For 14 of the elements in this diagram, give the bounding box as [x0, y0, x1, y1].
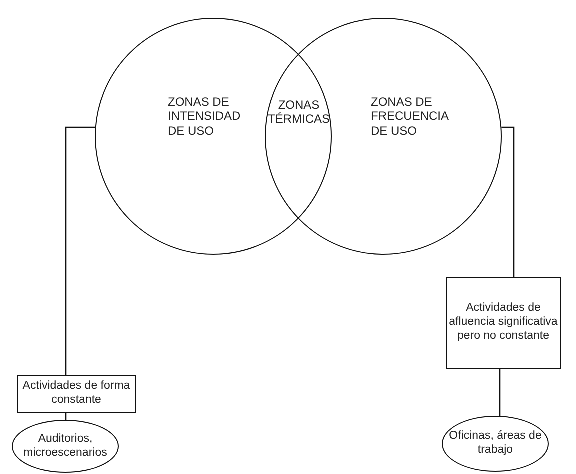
node-label: ZONAS TÉRMICAS: [268, 98, 330, 126]
node-label: Actividades de afluencia significativa pero no constante: [448, 302, 559, 344]
zone-circle: [265, 18, 502, 255]
node-label: Oficinas, áreas de trabajo: [448, 430, 543, 458]
connector-line: [65, 126, 96, 375]
connector-line: [502, 126, 515, 277]
node-label: Actividades de forma constante: [22, 380, 132, 408]
activity-box: [446, 277, 561, 369]
node-label: ZONAS DE INTENSIDAD DE USO: [168, 95, 242, 138]
zone-circle: [95, 18, 332, 255]
node-label: ZONAS DE FRECUENCIA DE USO: [371, 95, 450, 138]
connector-line: [499, 369, 501, 416]
activity-box: [17, 375, 136, 413]
node-label: Auditorios, microescenarios: [22, 432, 108, 460]
